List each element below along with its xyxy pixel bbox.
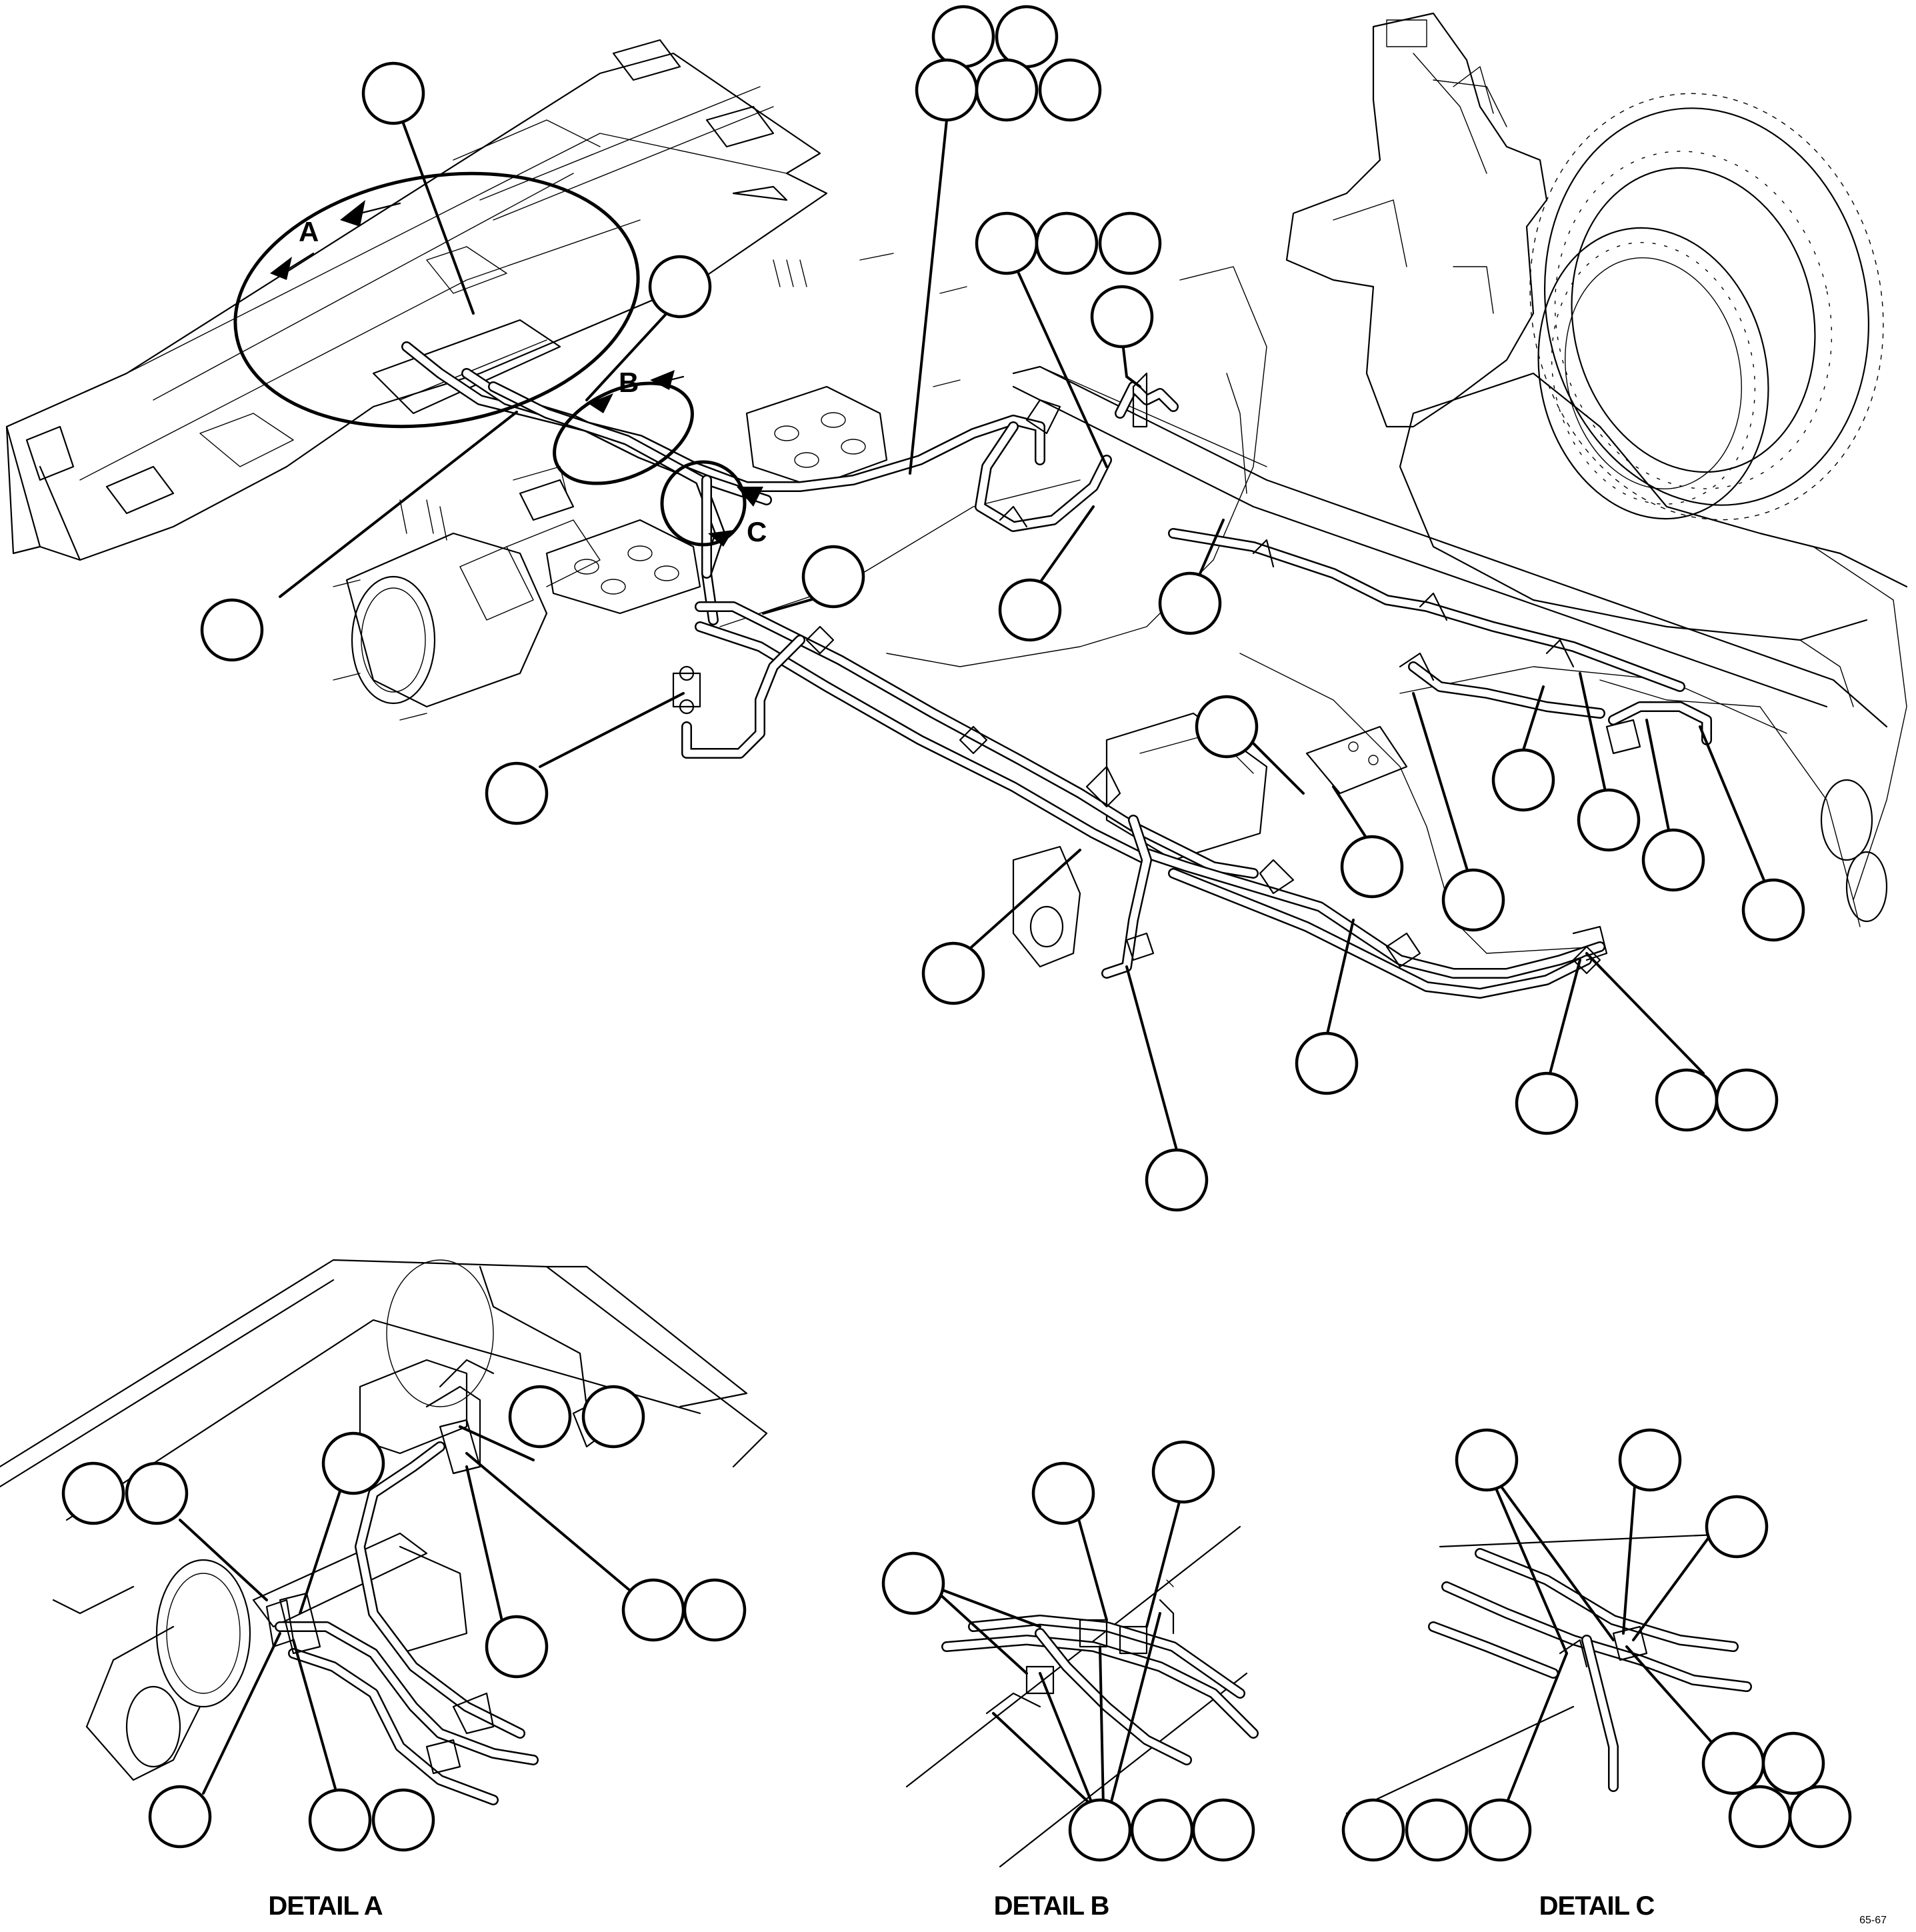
callout-balloon[interactable] <box>308 1788 372 1852</box>
callout-balloon[interactable] <box>61 1461 125 1525</box>
callout-balloon[interactable] <box>801 545 865 609</box>
detail-b-caption: DETAIL B <box>994 1891 1109 1921</box>
callout-balloon[interactable] <box>1761 1731 1825 1795</box>
callout-balloon[interactable] <box>998 578 1062 642</box>
callout-balloon[interactable] <box>1468 1798 1532 1862</box>
callout-balloon[interactable] <box>1068 1798 1132 1862</box>
callout-balloon[interactable] <box>321 1431 385 1495</box>
callout-balloon[interactable] <box>1741 878 1805 942</box>
callout-balloon[interactable] <box>1705 1495 1769 1559</box>
callout-balloon[interactable] <box>1195 695 1259 759</box>
callout-balloon[interactable] <box>1701 1731 1765 1795</box>
detail-c-caption: DETAIL C <box>1539 1891 1655 1921</box>
callout-balloon[interactable] <box>1098 211 1162 275</box>
callout-balloon[interactable] <box>125 1461 189 1525</box>
callout-balloon[interactable] <box>921 941 985 1005</box>
callout-balloon[interactable] <box>975 58 1039 122</box>
hydraulic-lines <box>401 341 1712 999</box>
detail-c-label: C <box>747 516 767 547</box>
callout-balloon[interactable] <box>1577 788 1641 852</box>
detail-b-ring <box>553 381 694 485</box>
callout-balloon[interactable] <box>1441 868 1505 932</box>
callout-balloon[interactable] <box>1405 1798 1469 1862</box>
callout-balloon[interactable] <box>1158 571 1222 635</box>
callout-balloon[interactable] <box>581 1385 645 1449</box>
detail-b-label: B <box>619 367 639 398</box>
callout-balloon[interactable] <box>371 1788 435 1852</box>
callout-balloon[interactable] <box>361 61 425 125</box>
callout-balloon[interactable] <box>1641 828 1705 892</box>
detail-captions: DETAIL A DETAIL B DETAIL C 65-67 <box>268 1891 1887 1926</box>
callout-balloon[interactable] <box>1455 1428 1519 1492</box>
detail-a-caption: DETAIL A <box>268 1891 382 1921</box>
callout-balloon[interactable] <box>1031 1461 1095 1525</box>
callout-balloon[interactable] <box>1038 58 1102 122</box>
detail-view-indicators: A B C <box>233 171 767 547</box>
callout-balloon[interactable] <box>1191 1798 1255 1862</box>
callout-balloon[interactable] <box>485 1615 549 1679</box>
callout-balloon[interactable] <box>1341 1798 1405 1862</box>
callout-balloon[interactable] <box>975 211 1039 275</box>
callout-balloon[interactable] <box>915 58 979 122</box>
callout-balloon[interactable] <box>1295 1031 1359 1095</box>
callout-balloon[interactable] <box>1491 748 1555 812</box>
callout-balloon[interactable] <box>648 255 712 319</box>
detail-c-arrow <box>737 487 763 507</box>
callout-balloon[interactable] <box>931 5 995 69</box>
callout-balloon[interactable] <box>1788 1785 1852 1849</box>
detail-c-ring <box>660 460 747 547</box>
frame-chassis <box>5 12 1908 968</box>
callout-balloon[interactable] <box>1340 835 1404 899</box>
detail-a-arrow <box>270 257 292 280</box>
callout-balloon[interactable] <box>881 1551 945 1615</box>
callout-balloon[interactable] <box>1515 1071 1579 1135</box>
callout-balloon[interactable] <box>995 5 1059 69</box>
detail-a-arrow <box>340 200 365 227</box>
detail-c-drawing <box>1345 1532 1752 1815</box>
callout-balloon[interactable] <box>508 1385 572 1449</box>
sheet-code: 65-67 <box>1859 1915 1887 1926</box>
callout-balloon[interactable] <box>485 761 549 825</box>
callout-balloon[interactable] <box>1130 1798 1194 1862</box>
detail-c-arrow <box>708 530 733 547</box>
callout-balloon[interactable] <box>1090 285 1154 349</box>
callout-balloon[interactable] <box>1151 1440 1215 1504</box>
detail-a-ring <box>233 171 640 429</box>
detail-b-drawing <box>905 1525 1259 1868</box>
callout-balloon[interactable] <box>621 1578 685 1642</box>
callout-balloons <box>61 5 1852 1862</box>
callout-balloon[interactable] <box>1618 1428 1682 1492</box>
callout-balloon[interactable] <box>1035 211 1099 275</box>
callout-balloon[interactable] <box>683 1578 747 1642</box>
callout-balloon[interactable] <box>1655 1068 1719 1132</box>
detail-b-arrow <box>588 393 613 413</box>
detail-b-arrow <box>650 370 675 390</box>
callout-balloon[interactable] <box>1145 1148 1209 1212</box>
callout-balloon[interactable] <box>1715 1068 1779 1132</box>
callout-balloon[interactable] <box>1728 1785 1792 1849</box>
callout-balloon[interactable] <box>200 598 264 662</box>
callout-balloon[interactable] <box>148 1785 212 1849</box>
detail-a-label: A <box>299 216 319 247</box>
detail-a-drawing <box>0 1259 768 1805</box>
